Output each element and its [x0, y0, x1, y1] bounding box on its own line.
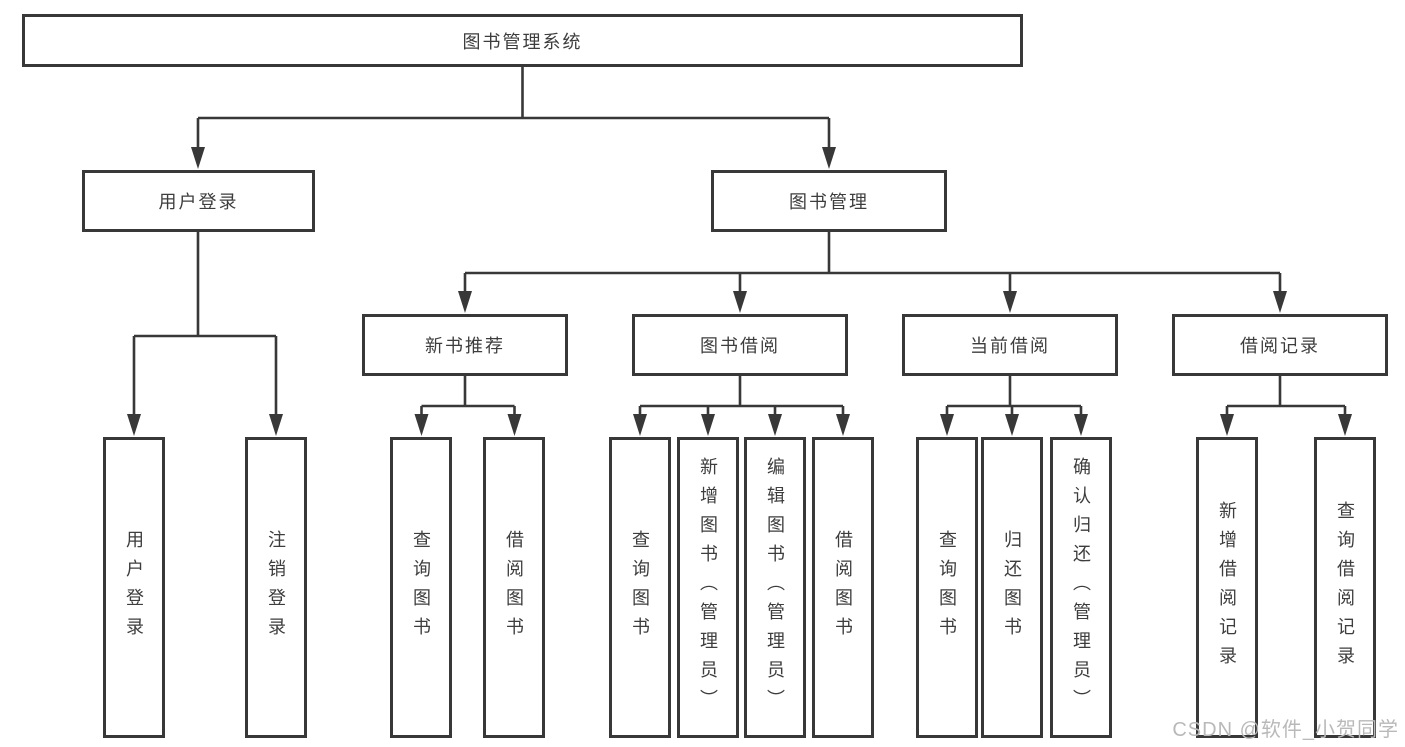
arrowheads [127, 147, 1352, 436]
node-leaf-borrow-books: 借阅图书 [812, 437, 874, 738]
node-leaf-logout: 注销登录 [245, 437, 307, 738]
node-book-management: 图书管理 [711, 170, 947, 232]
node-current-borrowing: 当前借阅 [902, 314, 1118, 376]
node-leaf-return-books: 归还图书 [981, 437, 1043, 738]
node-library-management-system: 图书管理系统 [22, 14, 1023, 67]
node-new-book-recommendation: 新书推荐 [362, 314, 568, 376]
csdn-watermark: CSDN @软件_小贺同学 [1172, 719, 1399, 741]
node-leaf-add-books-admin: 新增图书（管理员） [677, 437, 739, 738]
node-leaf-user-login: 用户登录 [103, 437, 165, 738]
node-leaf-add-borrow-record: 新增借阅记录 [1196, 437, 1258, 738]
node-leaf-confirm-return-admin: 确认归还（管理员） [1050, 437, 1112, 738]
node-borrowing-records: 借阅记录 [1172, 314, 1388, 376]
node-leaf-query-books-borrow: 查询图书 [609, 437, 671, 738]
node-leaf-query-borrow-record: 查询借阅记录 [1314, 437, 1376, 738]
node-book-borrowing: 图书借阅 [632, 314, 848, 376]
node-leaf-edit-books-admin: 编辑图书（管理员） [744, 437, 806, 738]
node-leaf-query-books-recommend: 查询图书 [390, 437, 452, 738]
node-user-login: 用户登录 [82, 170, 315, 232]
node-leaf-borrow-books-recommend: 借阅图书 [483, 437, 545, 738]
node-leaf-query-books-current: 查询图书 [916, 437, 978, 738]
